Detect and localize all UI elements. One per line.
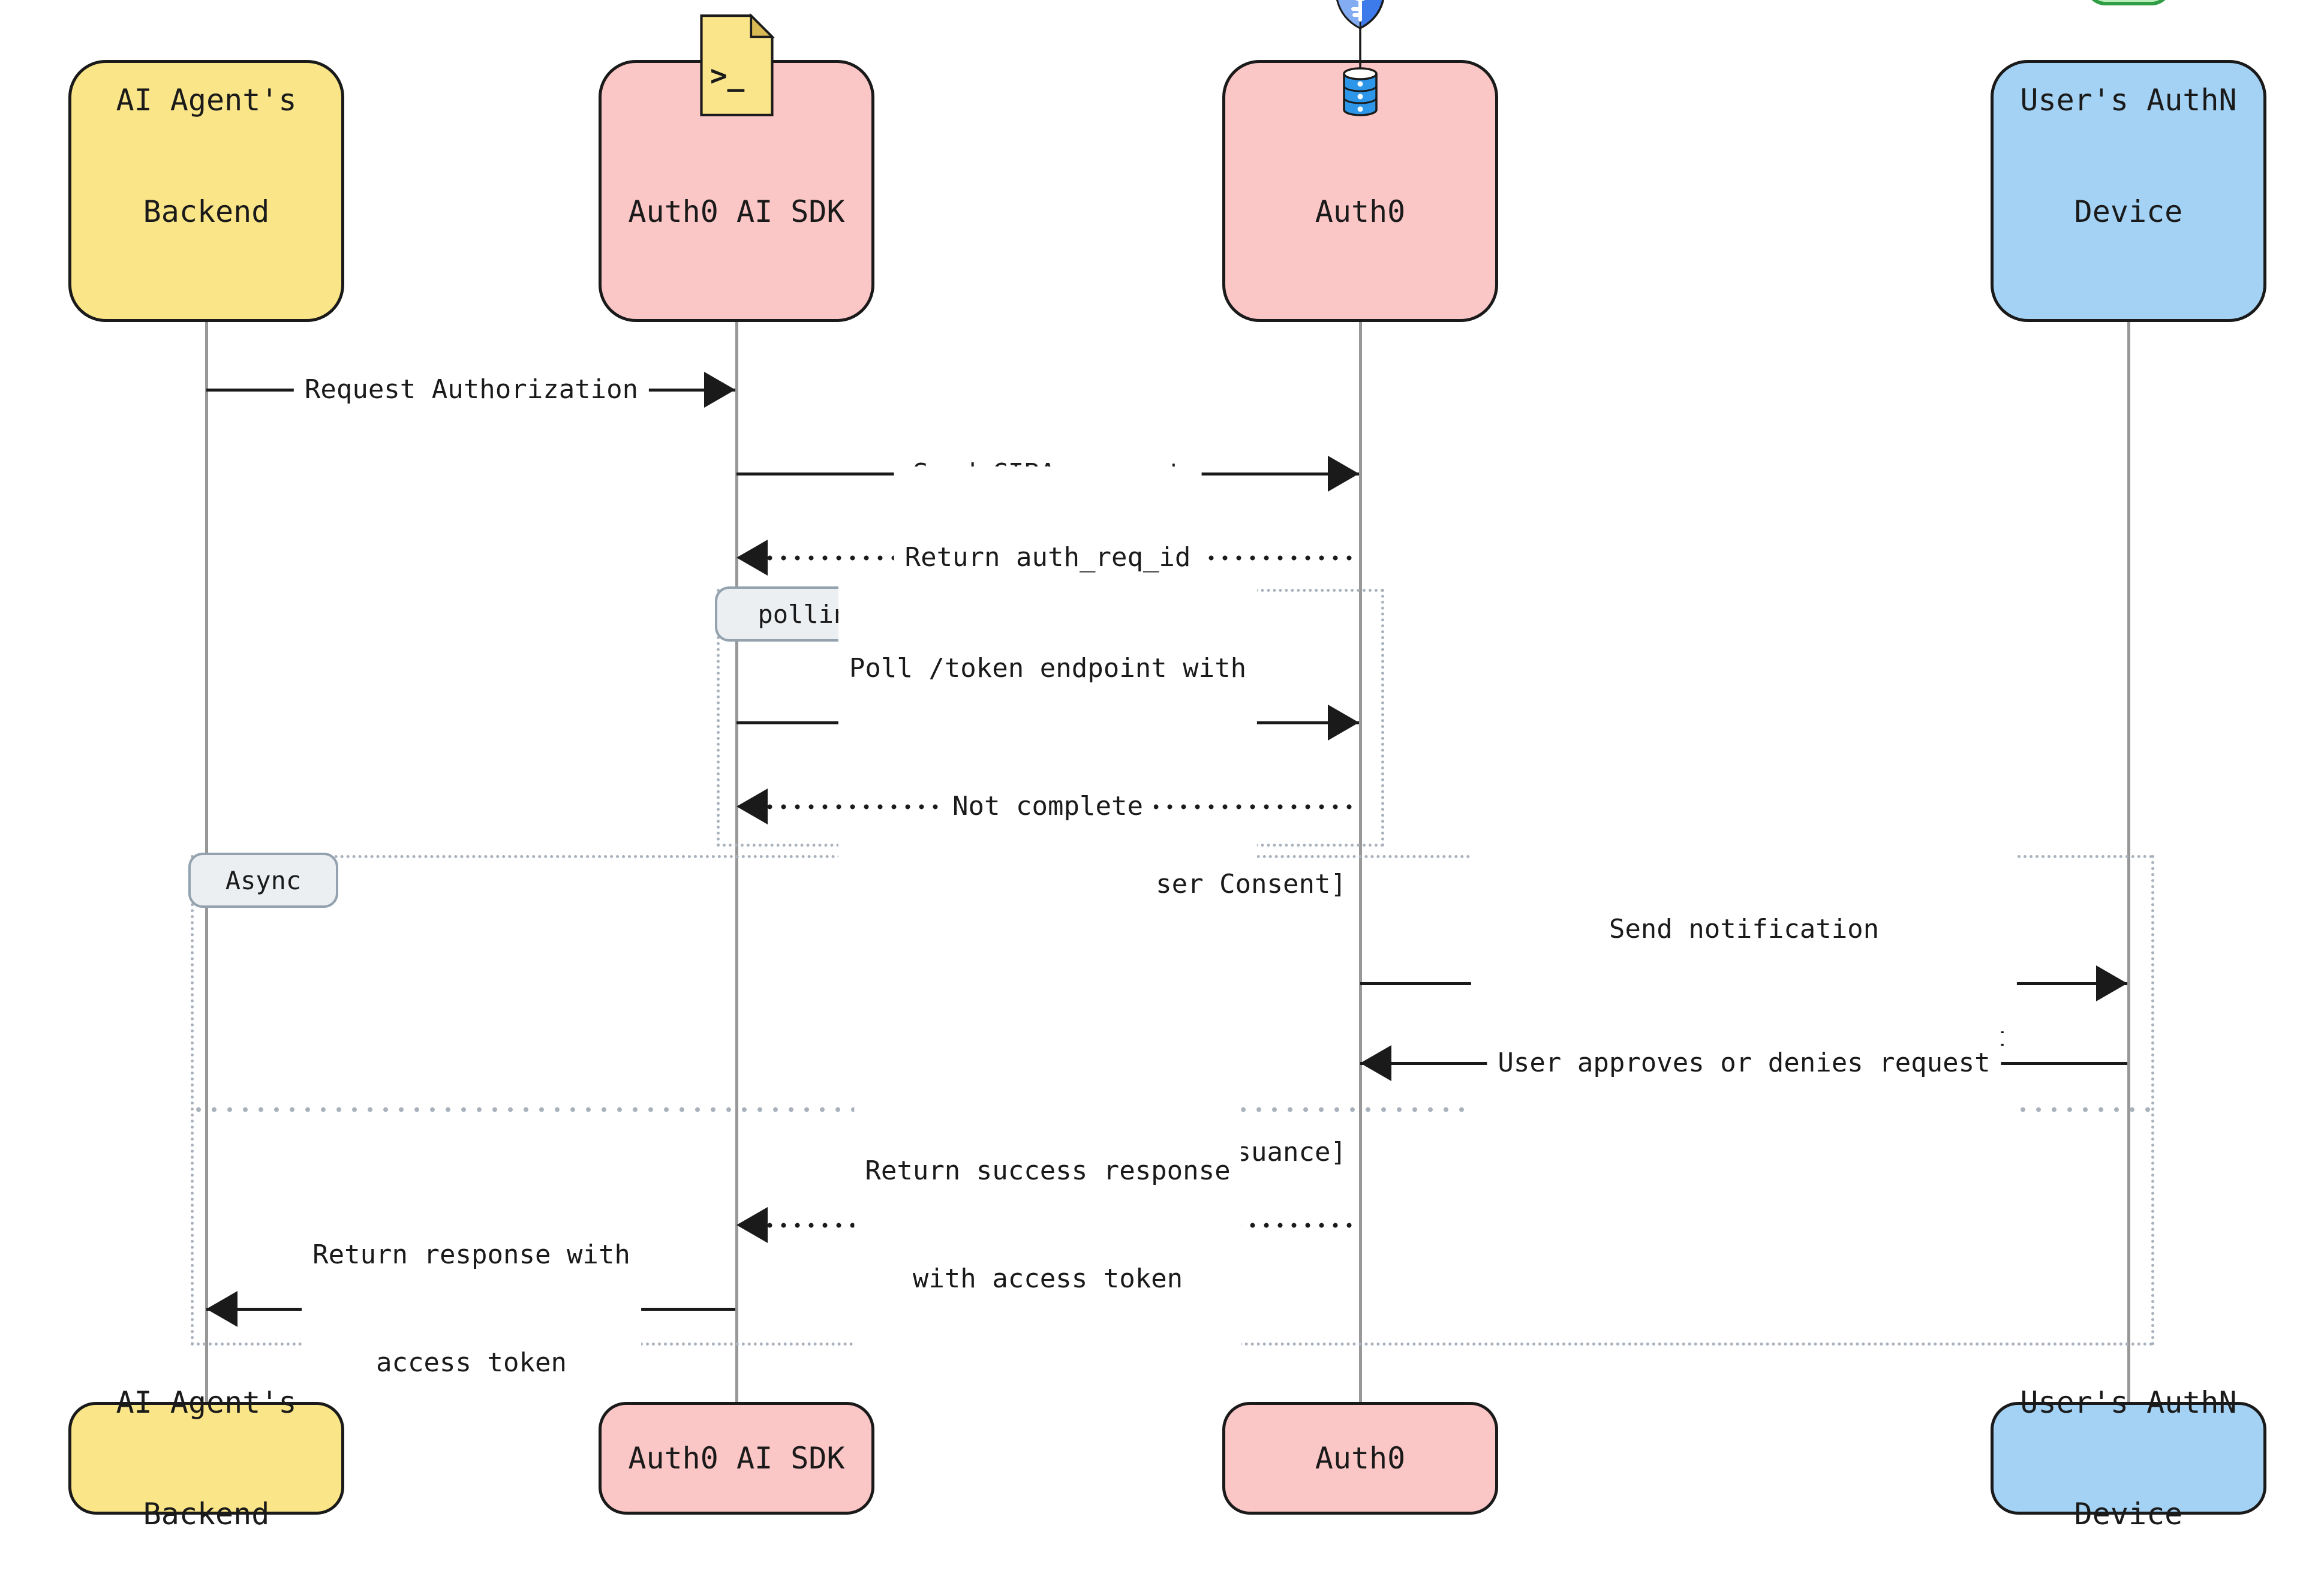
async-frame-label-text: Async xyxy=(225,865,302,895)
message-label: Return success response with access toke… xyxy=(854,1080,1241,1370)
lifeline-device xyxy=(2127,322,2130,1402)
smartphone-icon xyxy=(2091,0,2166,5)
arrowhead-right-icon xyxy=(1328,705,1359,741)
ai-agent-shield-circuit-icon xyxy=(146,0,266,7)
lifeline-auth0 xyxy=(1359,322,1362,1402)
arrowhead-left-icon xyxy=(736,788,768,824)
lifeline-sdk xyxy=(735,322,738,1402)
message-label: Not complete xyxy=(942,715,1154,898)
actor-bottom-auth0: Auth0 xyxy=(1222,1402,1498,1515)
arrowhead-left-icon xyxy=(736,1207,768,1243)
actor-label: Auth0 AI SDK xyxy=(628,1441,845,1476)
actor-label: Auth0 AI SDK xyxy=(628,194,845,229)
message-label: Return response with access token xyxy=(302,1164,641,1454)
arrowhead-left-icon xyxy=(206,1291,237,1327)
actor-top-backend: AI Agent's Backend xyxy=(68,60,344,322)
arrowhead-left-icon xyxy=(1360,1045,1391,1081)
async-frame-label: Async xyxy=(188,853,338,908)
actor-top-sdk: >_ Auth0 AI SDK xyxy=(599,13,874,322)
shield-key-database-icon xyxy=(1336,0,1384,116)
actor-bottom-sdk: Auth0 AI SDK xyxy=(599,1402,874,1515)
actor-top-auth0: Auth0 xyxy=(1222,0,1498,322)
actor-label: AI Agent's Backend xyxy=(116,1385,297,1531)
actor-label: Auth0 xyxy=(1315,194,1406,229)
arrowhead-left-icon xyxy=(736,540,768,576)
actor-label: User's AuthN Device xyxy=(2020,83,2237,229)
actor-label: User's AuthN Device xyxy=(2020,1385,2237,1531)
message-label: Request Authorization xyxy=(293,299,650,481)
message-label: User approves or denies request xyxy=(1487,972,2001,1154)
actor-bottom-backend: AI Agent's Backend xyxy=(68,1385,344,1531)
terminal-document-icon: >_ xyxy=(699,13,775,116)
arrowhead-right-icon xyxy=(704,372,735,408)
arrowhead-right-icon xyxy=(1328,456,1359,492)
actor-top-device: User's AuthN Device xyxy=(1991,0,2266,322)
arrowhead-right-icon xyxy=(2096,965,2127,1001)
actor-label: Auth0 xyxy=(1315,1441,1406,1476)
actor-bottom-device: User's AuthN Device xyxy=(1991,1385,2266,1531)
actor-label: AI Agent's Backend xyxy=(116,83,297,229)
svg-text:>_: >_ xyxy=(710,59,745,92)
